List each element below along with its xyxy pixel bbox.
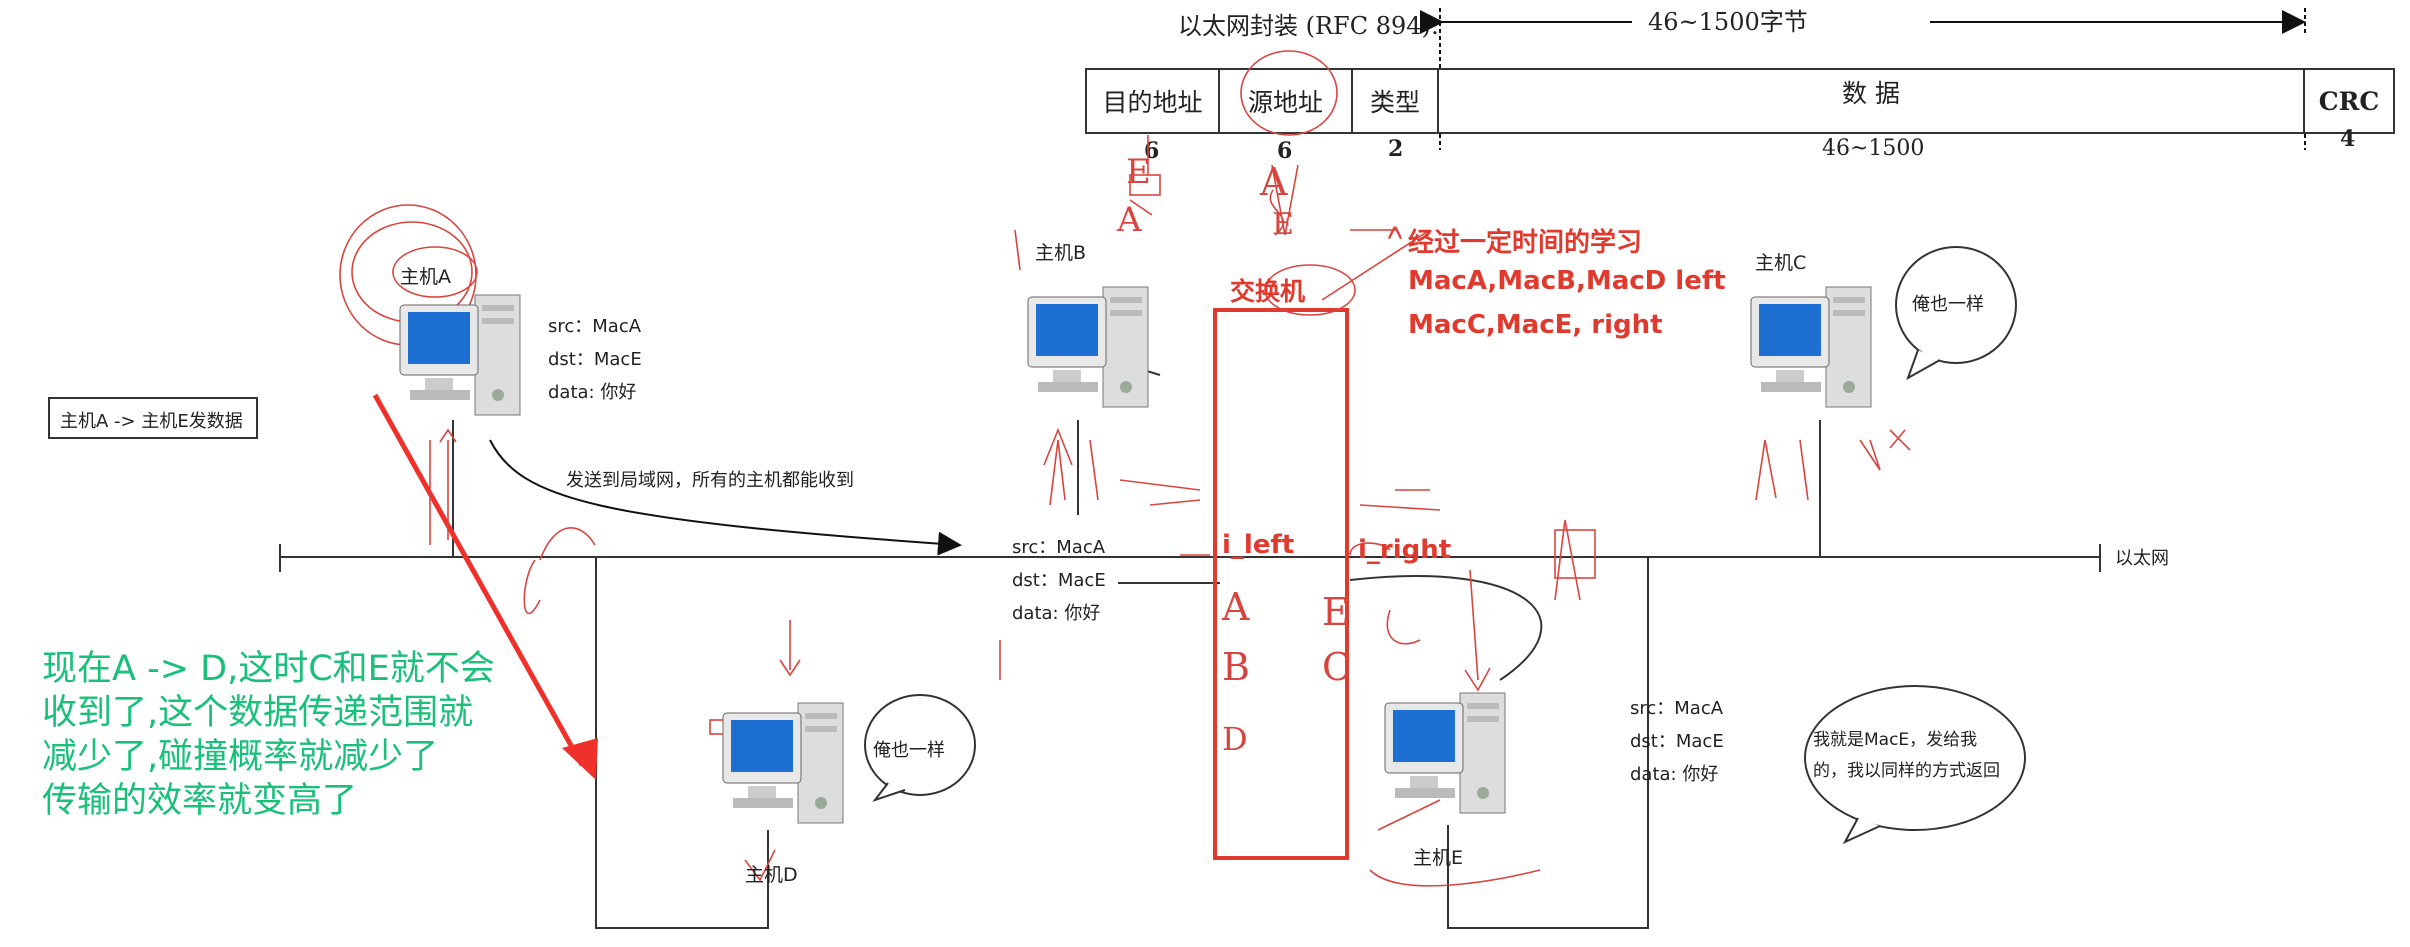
hand-switch-right-c: C	[1322, 645, 1352, 689]
task-label-box: 主机A -> 主机E发数据	[48, 397, 258, 439]
packet-a-src: src：MacA	[548, 316, 642, 337]
switch-learning-right: MacC,MacE, right	[1408, 310, 1663, 340]
packet-mid-dst: dst：MacE	[1012, 570, 1106, 591]
frame-title: 以太网封装 (RFC 894):	[1178, 12, 1439, 40]
switch-learning-left: MacA,MacB,MacD left	[1408, 266, 1726, 296]
frame-field-src: 源地址	[1220, 68, 1353, 134]
bubble-e-shape	[1804, 685, 2026, 831]
host-c-label: 主机C	[1755, 252, 1807, 274]
computer-icon-host-d	[722, 702, 844, 824]
packet-mid-data: data: 你好	[1012, 603, 1101, 624]
packet-e-data: data: 你好	[1630, 764, 1719, 785]
hand-dst-a: A	[1117, 200, 1142, 240]
frame-size-data: 46~1500	[1822, 136, 1925, 161]
bubble-c-shape	[1895, 246, 2017, 364]
host-d-label: 主机D	[745, 864, 798, 886]
frame-field-data: 数 据	[1439, 68, 2305, 134]
frame-span-label: 46~1500字节	[1640, 2, 1816, 37]
host-e-label: 主机E	[1413, 847, 1464, 869]
switch-label: 交换机	[1230, 277, 1306, 306]
bubble-e-line-1: 我就是MacE，发给我	[1813, 730, 1978, 750]
packet-e-dst: dst：MacE	[1630, 731, 1724, 752]
frame-size-crc: 4	[2340, 126, 2356, 152]
ethernet-label: 以太网	[2115, 548, 2169, 569]
frame-field-type: 类型	[1353, 68, 1439, 134]
computer-icon-host-e	[1384, 692, 1506, 814]
frame-field-crc: CRC	[2318, 86, 2380, 116]
host-a-label: 主机A	[400, 266, 451, 288]
hand-switch-left-a: A	[1222, 585, 1250, 629]
host-b-label: 主机B	[1035, 242, 1087, 264]
packet-mid-src: src：MacA	[1012, 537, 1106, 558]
packet-a-data: data: 你好	[548, 382, 637, 403]
red-arrow	[372, 393, 585, 767]
handwritten-marks	[339, 50, 1911, 887]
hand-switch-left-d: D	[1222, 720, 1248, 758]
hand-switch-right-e: E	[1322, 590, 1350, 634]
broadcast-curve	[489, 439, 962, 556]
hand-switch-left-b: B	[1222, 645, 1250, 689]
hand-dst-e: E	[1126, 152, 1151, 192]
bubble-e-line-2: 的，我以同样的方式返回	[1813, 761, 2000, 781]
frame-size-type: 2	[1388, 136, 1404, 162]
frame-size-src: 6	[1277, 138, 1293, 164]
computer-icon-host-c	[1750, 286, 1872, 408]
green-note-line-3: 减少了,碰撞概率就减少了	[42, 737, 439, 777]
packet-a-dst: dst：MacE	[548, 349, 642, 370]
switch-port-left: i_left	[1222, 530, 1295, 560]
green-note-line-1: 现在A -> D,这时C和E就不会	[42, 649, 495, 689]
bubble-d-shape	[864, 694, 976, 796]
switch-learning-title: 经过一定时间的学习	[1408, 228, 1643, 258]
computer-icon-host-a	[399, 294, 521, 416]
green-note-line-4: 传输的效率就变高了	[42, 781, 358, 821]
bubble-c-text: 俺也一样	[1912, 294, 1984, 315]
bubble-d-text: 俺也一样	[873, 740, 945, 761]
frame-field-dst: 目的地址	[1087, 68, 1220, 134]
hand-src-a: A	[1260, 160, 1288, 204]
broadcast-note: 发送到局域网，所有的主机都能收到	[566, 470, 854, 491]
hand-src-e: E	[1272, 207, 1294, 242]
computer-icon-host-b	[1027, 286, 1149, 408]
switch-port-right: i_right	[1358, 535, 1452, 565]
green-note-line-2: 收到了,这个数据传递范围就	[42, 693, 474, 733]
packet-e-src: src：MacA	[1630, 698, 1724, 719]
frame-table	[1085, 68, 2395, 134]
